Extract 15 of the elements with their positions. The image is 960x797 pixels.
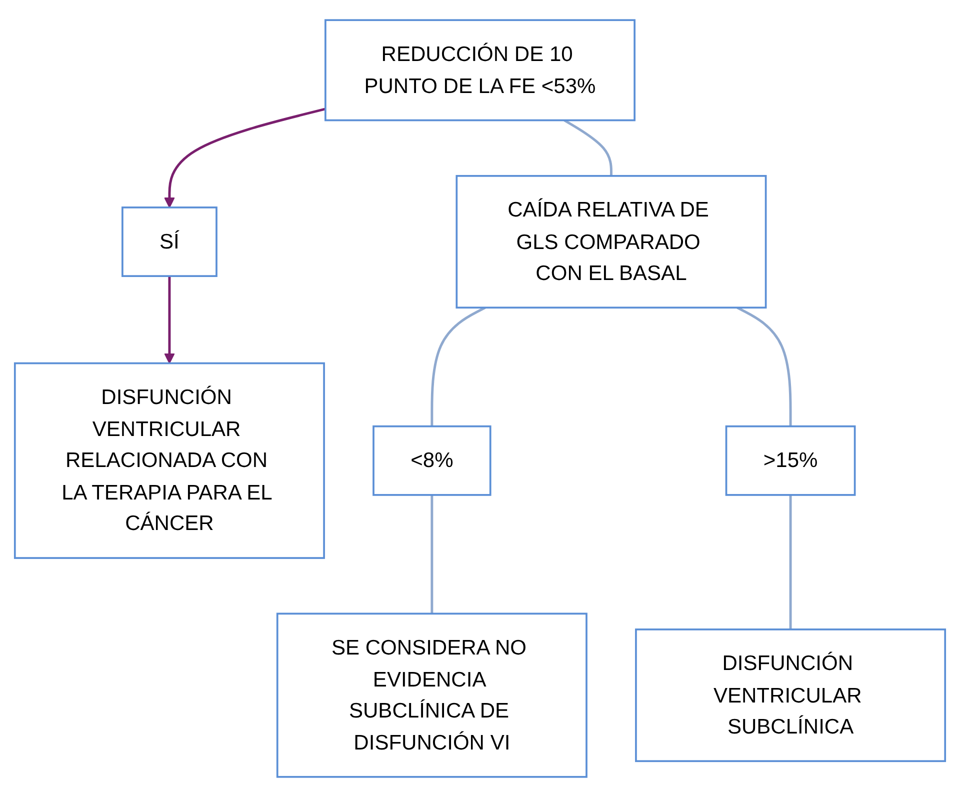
node-box: CAÍDA RELATIVA DE GLS COMPARADO CON EL BASAL	[456, 174, 767, 309]
connector	[564, 119, 612, 176]
connector	[789, 494, 792, 630]
node-box: <8%	[372, 425, 492, 496]
node-box: DISFUNCIÓN VENTRICULAR SUBCLÍNICA	[635, 628, 946, 762]
connector	[430, 494, 434, 614]
node-box: >15%	[725, 425, 856, 496]
node-box: DISFUNCIÓN VENTRICULAR RELACIONADA CON LA TERAPIA PARA EL CÁNCER	[14, 362, 325, 559]
node-box: SE CONSIDERA NO EVIDENCIA SUBCLÍNICA DE DISFUNCIÓN VI	[276, 612, 588, 778]
arrow	[164, 108, 326, 208]
connector	[430, 306, 486, 426]
node-box: SÍ	[122, 206, 218, 277]
node-box: REDUCCIÓN DE 10 PUNTO DE LA FE <53%	[324, 19, 636, 122]
arrow	[164, 276, 175, 364]
connector	[736, 306, 792, 426]
